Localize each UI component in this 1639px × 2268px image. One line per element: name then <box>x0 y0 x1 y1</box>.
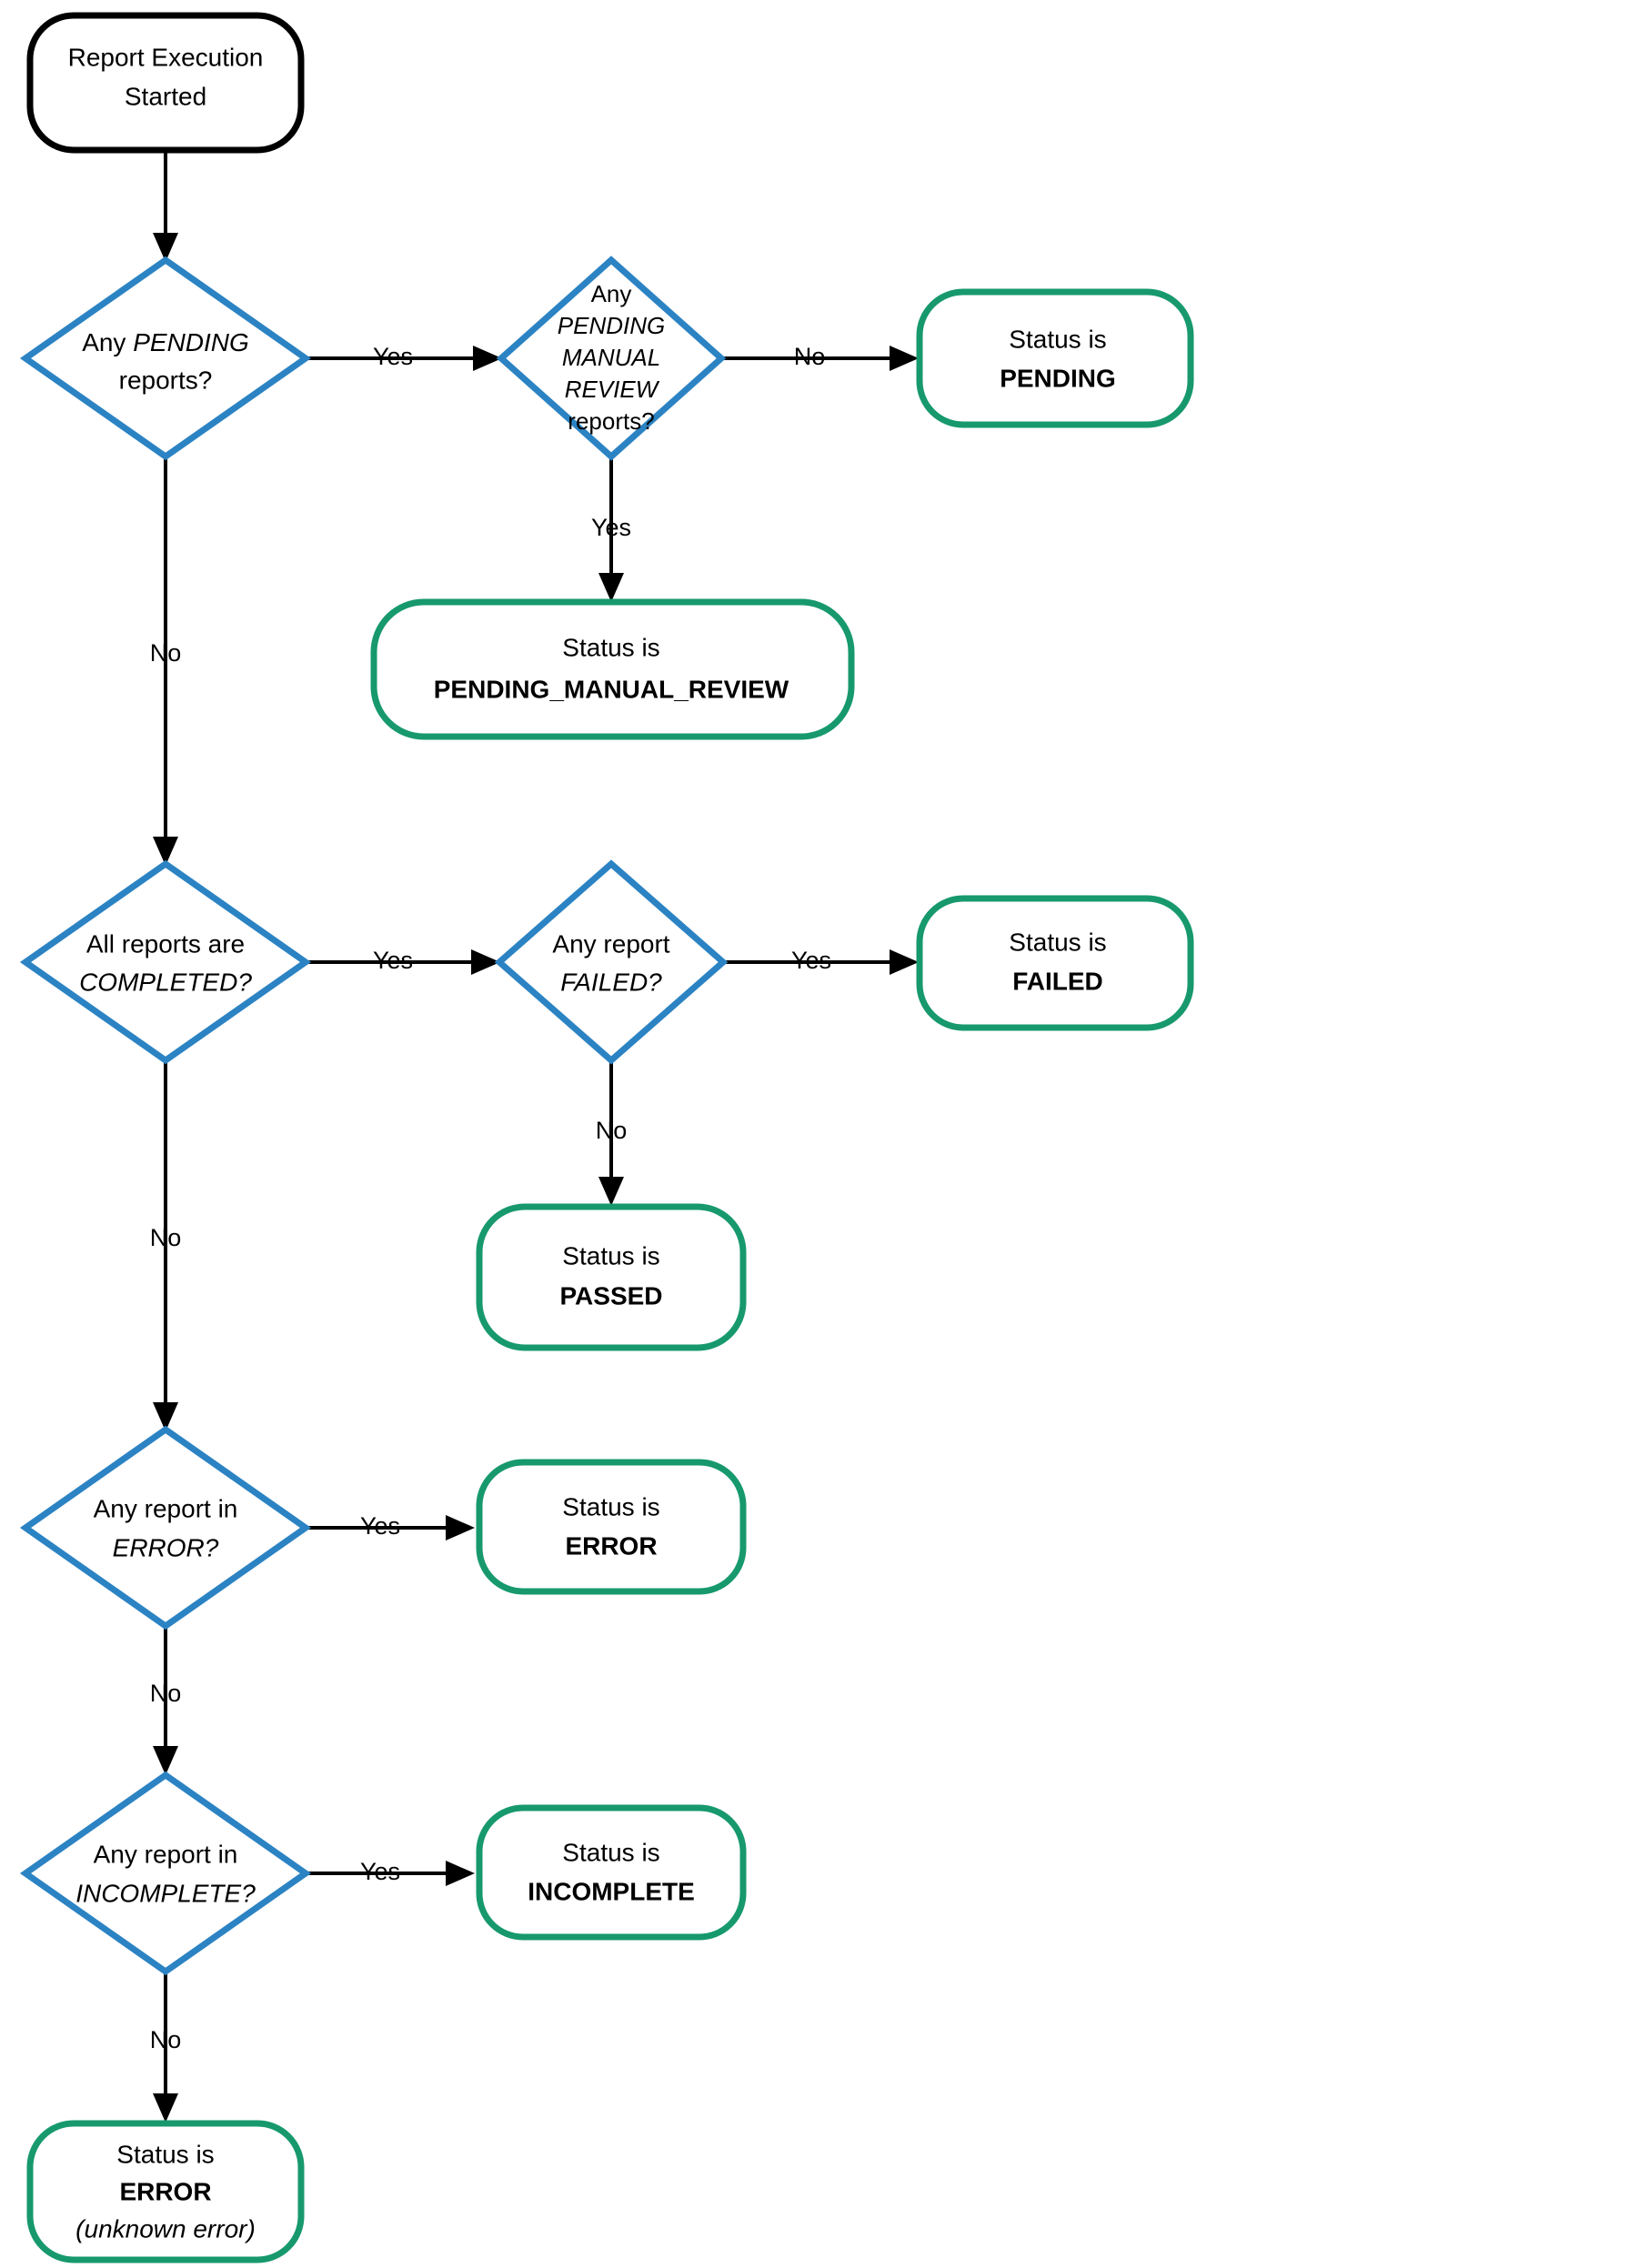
decision-all-completed-shape <box>19 859 312 1065</box>
edge-pending-yes-to-pmr: Yes <box>306 343 502 371</box>
start-node-line2: Started <box>125 82 206 110</box>
node-decision-any-failed[interactable]: Any report FAILED? <box>494 859 729 1065</box>
status-error-line2: ERROR <box>565 1531 657 1560</box>
status-unknown-error-line1: Status is <box>116 2140 214 2168</box>
status-passed-line1: Status is <box>562 1241 659 1269</box>
edge-error-yes-to-error-status: Yes <box>306 1512 475 1540</box>
edge-label-incomplete-no: No <box>150 2026 182 2053</box>
status-unknown-error-shape <box>26 2120 305 2263</box>
status-failed-line1: Status is <box>1009 928 1106 956</box>
edge-label-incomplete-yes: Yes <box>360 1858 400 1885</box>
start-node-shape <box>26 12 305 154</box>
status-passed-shape <box>476 1203 747 1351</box>
status-passed-line2: PASSED <box>559 1281 662 1310</box>
edge-label-pending-no: No <box>150 639 182 667</box>
edge-label-pmr-no: No <box>794 343 826 370</box>
edge-label-error-yes: Yes <box>360 1512 400 1540</box>
decision-any-failed-line2: FAILED? <box>560 968 662 996</box>
edge-failed-no-to-passed-status: No <box>596 1060 628 1206</box>
decision-pmr-line2: PENDING <box>558 312 665 339</box>
status-pending-manual-review-shape <box>370 598 855 740</box>
status-pending-line1: Status is <box>1009 325 1106 353</box>
decision-any-pending-shape <box>19 256 312 461</box>
node-status-incomplete[interactable]: Status is INCOMPLETE <box>476 1804 747 1941</box>
edge-completed-no-to-error: No <box>150 1060 182 1431</box>
node-decision-all-completed[interactable]: All reports are COMPLETED? <box>19 859 312 1065</box>
edge-label-pending-yes: Yes <box>373 343 413 370</box>
decision-any-pending-line1-italic: PENDING <box>133 328 249 356</box>
edge-start-to-pending <box>153 151 178 262</box>
node-status-pending-manual-review[interactable]: Status is PENDING_MANUAL_REVIEW <box>370 598 855 740</box>
edge-label-failed-yes: Yes <box>791 947 831 974</box>
status-error-shape <box>476 1459 747 1595</box>
decision-any-error-line1: Any report in <box>94 1494 238 1522</box>
edge-failed-yes-to-failed-status: Yes <box>723 947 919 975</box>
decision-any-incomplete-line1: Any report in <box>94 1840 238 1868</box>
node-start[interactable]: Report Execution Started <box>26 12 305 154</box>
node-decision-any-pending[interactable]: Any PENDING reports? <box>19 256 312 461</box>
decision-any-incomplete-shape <box>19 1771 312 1976</box>
status-pending-shape <box>916 288 1194 428</box>
decision-any-incomplete-line2: INCOMPLETE? <box>75 1879 256 1907</box>
edge-label-failed-no: No <box>596 1117 628 1144</box>
edge-error-no-to-incomplete: No <box>150 1626 182 1775</box>
start-node-line1: Report Execution <box>68 43 264 71</box>
status-unknown-error-line2: ERROR <box>119 2177 211 2205</box>
decision-any-failed-shape <box>494 859 729 1065</box>
node-decision-any-pending-manual-review[interactable]: Any PENDING MANUAL REVIEW reports? <box>496 256 727 461</box>
decision-any-pending-manual-review-shape <box>496 256 727 461</box>
status-unknown-error-line3: (unknown error) <box>75 2214 256 2243</box>
node-decision-any-incomplete[interactable]: Any report in INCOMPLETE? <box>19 1771 312 1976</box>
edge-pmr-no-to-pending-status: No <box>721 343 919 371</box>
decision-pmr-line3: MANUAL <box>562 344 660 371</box>
decision-any-pending-line2: reports? <box>119 366 213 394</box>
status-incomplete-shape <box>476 1804 747 1941</box>
decision-pmr-line5: reports? <box>568 407 654 435</box>
edge-completed-yes-to-failed: Yes <box>306 947 500 975</box>
edge-label-error-no: No <box>150 1680 182 1707</box>
edge-incomplete-yes-to-incomplete-status: Yes <box>306 1858 475 1886</box>
node-status-error[interactable]: Status is ERROR <box>476 1459 747 1595</box>
node-status-pending[interactable]: Status is PENDING <box>916 288 1194 428</box>
edge-pending-no-to-completed: No <box>150 457 182 866</box>
edge-label-pmr-yes: Yes <box>591 514 631 541</box>
status-failed-shape <box>916 895 1194 1031</box>
decision-any-pending-line1-plain: Any <box>82 328 133 356</box>
node-status-passed[interactable]: Status is PASSED <box>476 1203 747 1351</box>
status-failed-line2: FAILED <box>1012 967 1103 995</box>
decision-any-error-line2: ERROR? <box>113 1533 219 1561</box>
decision-all-completed-line2: COMPLETED? <box>79 968 252 996</box>
status-error-line1: Status is <box>562 1492 659 1520</box>
edge-pmr-yes-to-pmr-status: Yes <box>591 457 631 602</box>
decision-all-completed-line1: All reports are <box>86 929 245 958</box>
edge-label-completed-yes: Yes <box>373 947 413 974</box>
edge-label-completed-no: No <box>150 1224 182 1251</box>
status-pmr-line1: Status is <box>562 633 659 661</box>
node-decision-any-error[interactable]: Any report in ERROR? <box>19 1425 312 1631</box>
status-pending-line2: PENDING <box>1000 364 1116 392</box>
status-incomplete-line2: INCOMPLETE <box>528 1877 695 1905</box>
node-status-unknown-error[interactable]: Status is ERROR (unknown error) <box>26 2120 305 2263</box>
decision-any-error-shape <box>19 1425 312 1631</box>
decision-any-pending-line1: Any PENDING <box>82 328 249 356</box>
decision-any-failed-line1: Any report <box>552 929 669 958</box>
status-incomplete-line1: Status is <box>562 1838 659 1866</box>
status-pmr-line2: PENDING_MANUAL_REVIEW <box>434 675 789 703</box>
decision-pmr-line4: REVIEW <box>565 376 660 403</box>
node-status-failed[interactable]: Status is FAILED <box>916 895 1194 1031</box>
decision-pmr-line1: Any <box>591 280 632 307</box>
edge-incomplete-no-to-unknown-error: No <box>150 1972 182 2122</box>
